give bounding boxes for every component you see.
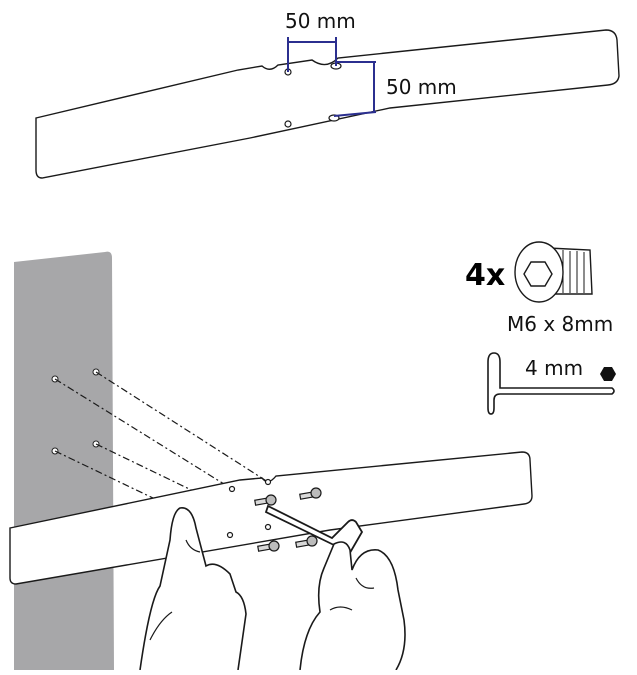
bracket-top-view: 50 mm 50 mm — [35, 9, 620, 179]
socket-screw-icon — [514, 241, 593, 303]
horizontal-dimension-label: 50 mm — [285, 9, 356, 33]
hex-icon — [600, 367, 616, 381]
right-hand — [299, 541, 406, 671]
stand-column — [14, 251, 114, 670]
screw-legend: 4x M6 x 8mm — [465, 241, 613, 336]
bracket-hole — [284, 120, 292, 128]
bracket-plate-top — [35, 29, 620, 179]
dimension-lines — [287, 37, 377, 117]
left-hand — [139, 507, 247, 671]
screw-spec: M6 x 8mm — [507, 312, 613, 336]
mounting-screws — [226, 478, 322, 552]
hex-key-size: 4 mm — [525, 356, 583, 380]
hex-key-legend: 4 mm — [487, 352, 616, 415]
vertical-dimension-label: 50 mm — [386, 75, 457, 99]
screw-quantity: 4x — [465, 258, 505, 293]
hex-key-icon — [487, 352, 615, 415]
